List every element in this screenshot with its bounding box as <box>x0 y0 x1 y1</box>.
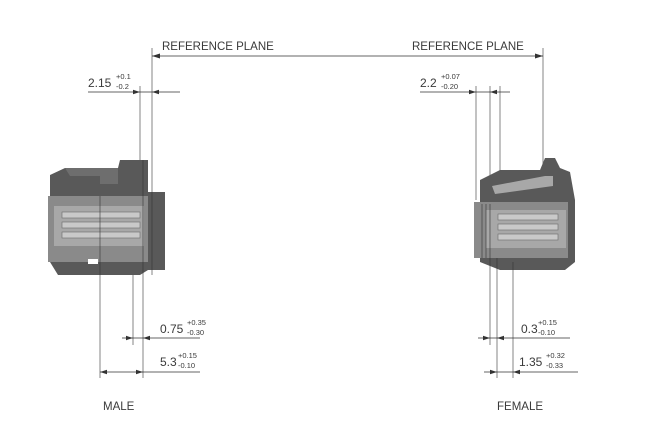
male-top-dim-minus: -0.2 <box>116 82 129 91</box>
female-connector <box>474 158 575 270</box>
male-label: MALE <box>103 401 135 413</box>
female-dim-03-base: 0.3 <box>521 322 538 336</box>
male-dim-075-base: 0.75 <box>160 322 184 336</box>
male-dim-53-plus: +0.15 <box>178 351 197 360</box>
male-dim-53: 5.3 +0.15 -0.10 <box>99 262 200 378</box>
male-dim-075-plus: +0.35 <box>187 318 206 327</box>
female-dim-135-minus: -0.33 <box>546 361 563 370</box>
male-top-dim-plus: +0.1 <box>116 72 131 81</box>
reference-plane-label-left: REFERENCE PLANE <box>162 41 274 53</box>
reference-plane-span: REFERENCE PLANE REFERENCE PLANE <box>151 41 544 165</box>
male-top-dimension: 2.15 +0.1 -0.2 <box>88 72 180 160</box>
female-dim-03-minus: -0.10 <box>538 328 555 337</box>
reference-plane-label-right: REFERENCE PLANE <box>412 41 524 53</box>
male-dim-075: 0.75 +0.35 -0.30 <box>122 275 206 378</box>
female-dim-135-plus: +0.32 <box>546 351 565 360</box>
female-dim-03-plus: +0.15 <box>538 318 557 327</box>
female-dim-135: 1.35 +0.32 -0.33 <box>484 262 578 378</box>
female-top-dim-minus: -0.20 <box>441 82 458 91</box>
female-label: FEMALE <box>497 401 543 413</box>
male-top-dim-base: 2.15 <box>88 76 112 90</box>
female-top-dim-base: 2.2 <box>420 76 437 90</box>
male-dim-53-minus: -0.10 <box>178 361 195 370</box>
female-dim-135-base: 1.35 <box>519 355 543 369</box>
male-connector <box>48 160 165 275</box>
male-dim-53-base: 5.3 <box>160 355 177 369</box>
female-top-dim-plus: +0.07 <box>441 72 460 81</box>
female-dim-03: 0.3 +0.15 -0.10 <box>478 258 570 378</box>
male-dim-075-minus: -0.30 <box>187 328 204 337</box>
